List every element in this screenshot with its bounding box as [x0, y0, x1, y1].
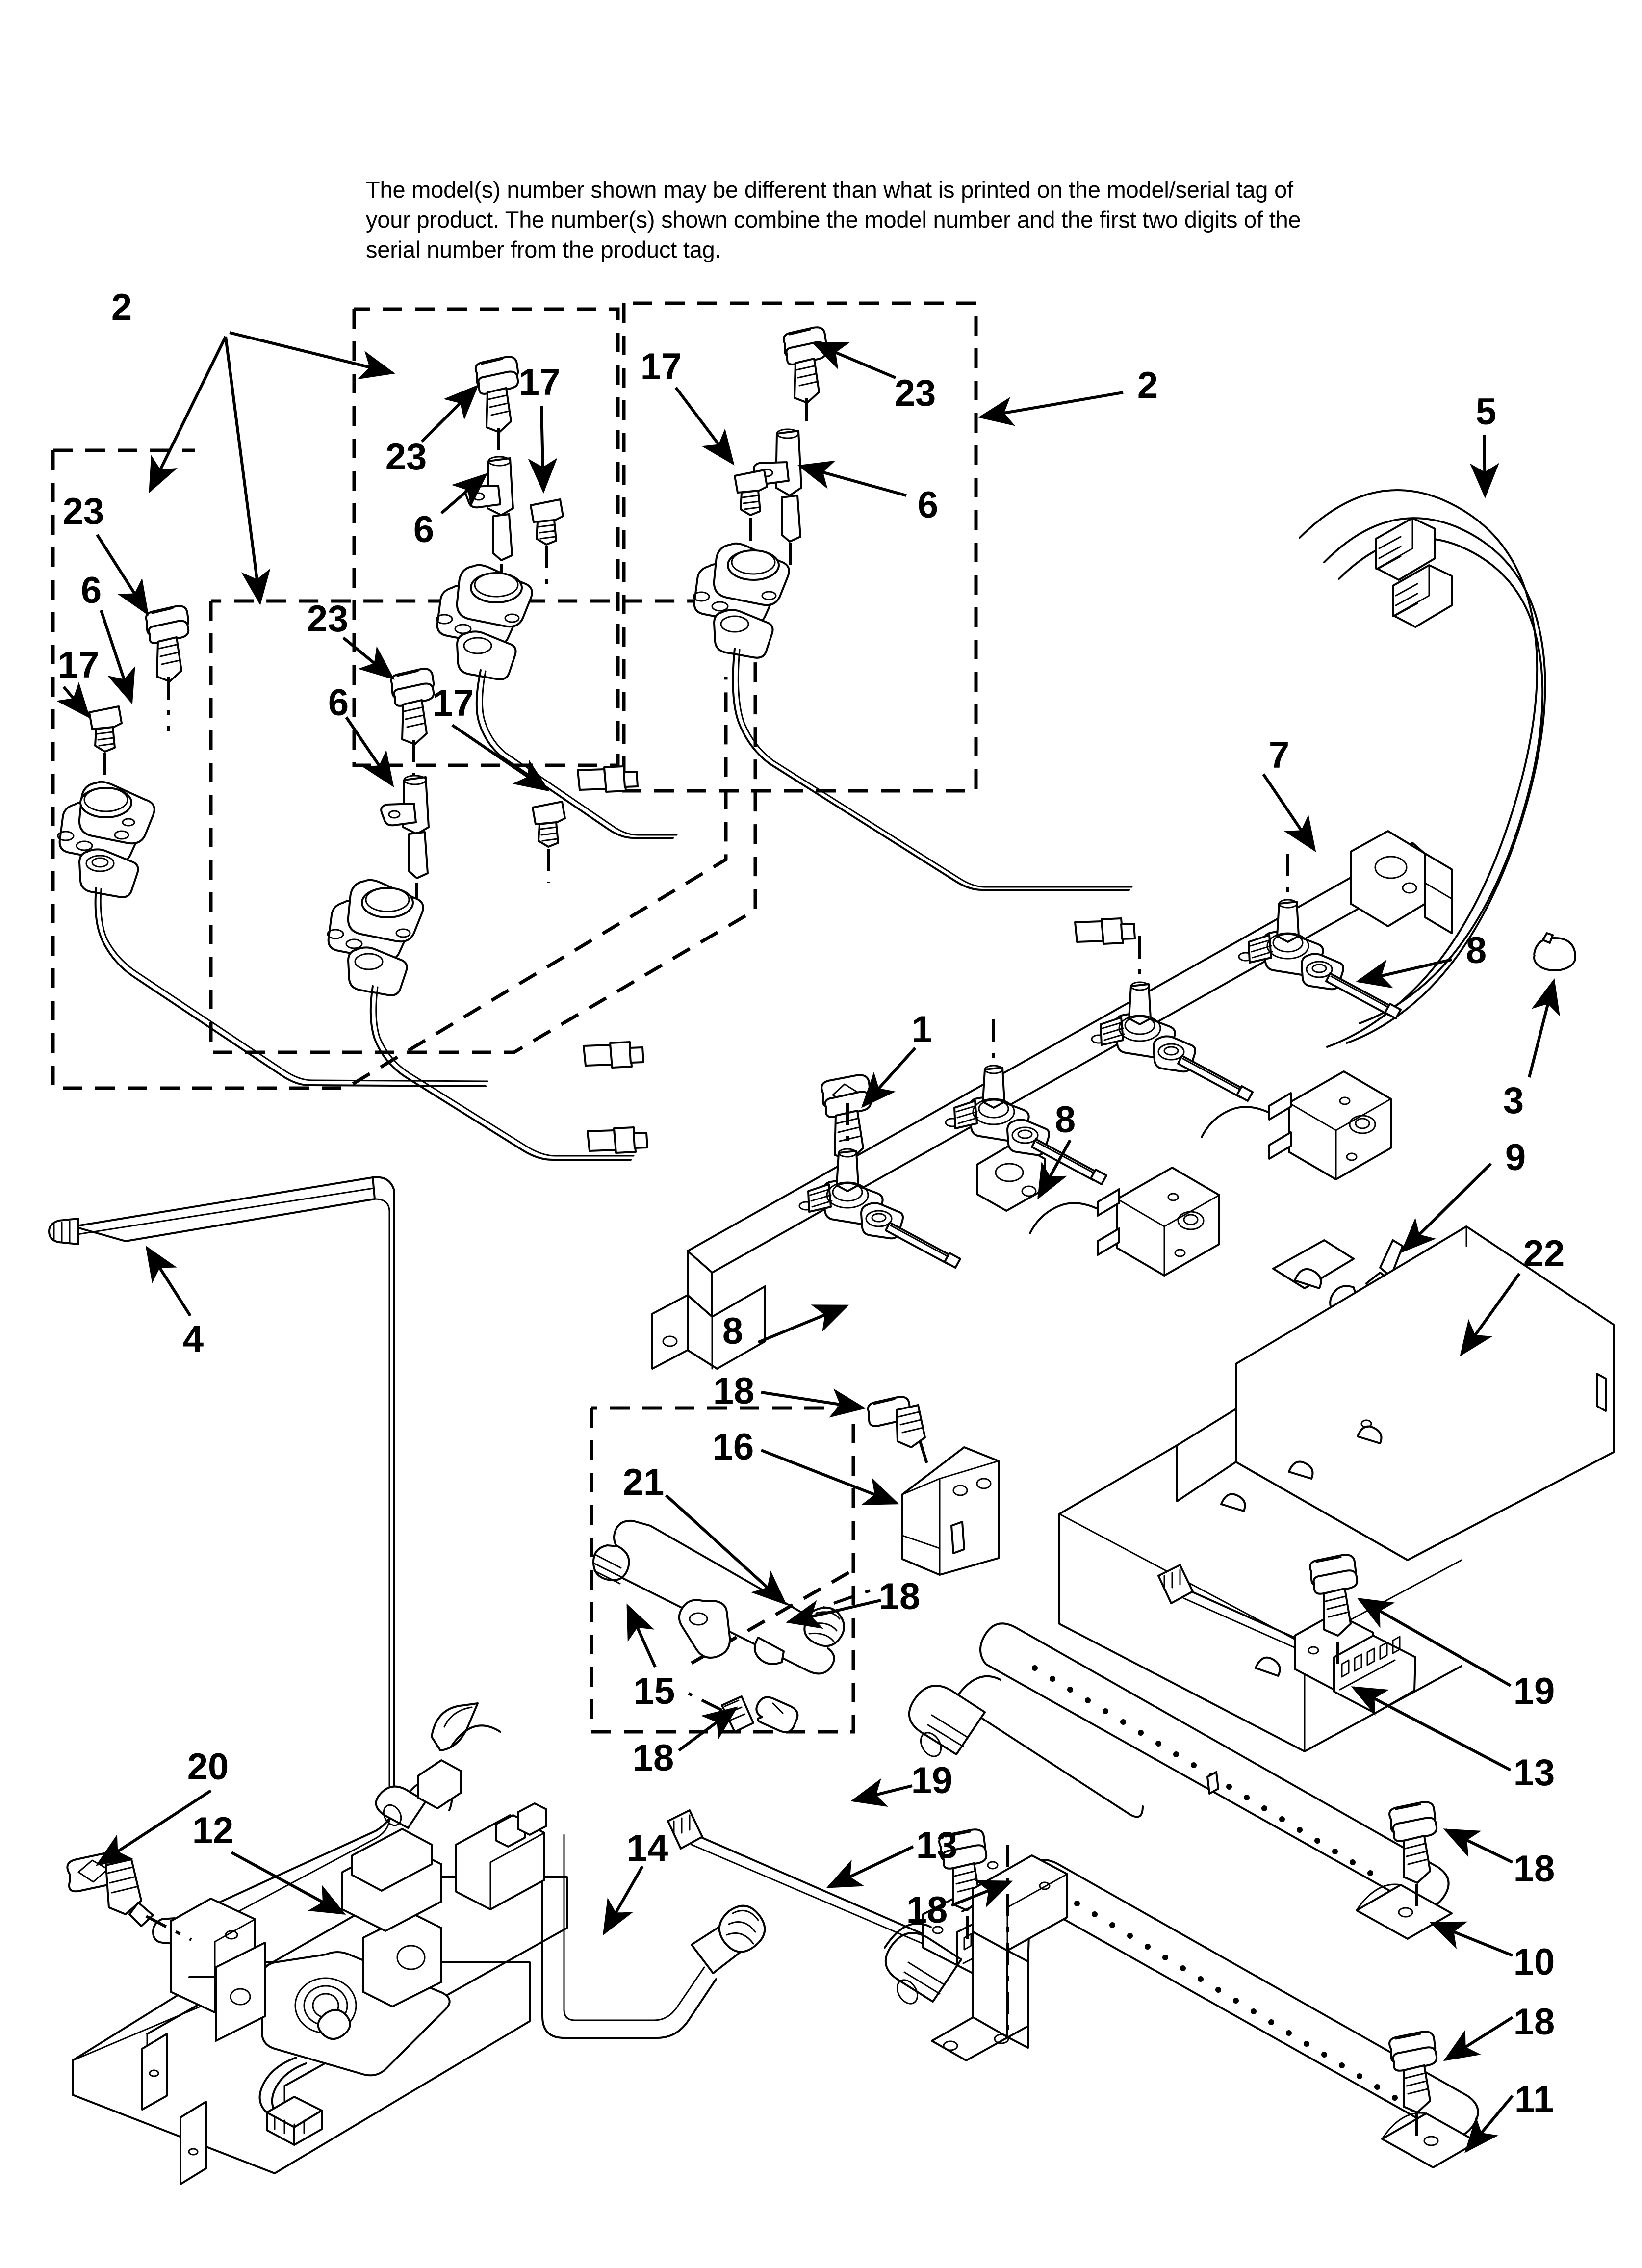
- valve-body-left: [57, 781, 155, 898]
- callout-igniter-lead-tube-4[interactable]: 4: [182, 1318, 204, 1360]
- callout-screw-23[interactable]: 23: [307, 598, 349, 640]
- screw-20: [66, 1851, 154, 1927]
- group-box-right-upper: [622, 301, 978, 793]
- callout-surface-burner-valve-8[interactable]: 8: [1465, 930, 1487, 971]
- burner-valve-8-1: [1248, 899, 1402, 1019]
- electrode-6-mid: [464, 456, 514, 561]
- igniter-switch-bracket-2: [1029, 1167, 1220, 1277]
- callout-spark-electrode-6[interactable]: 6: [917, 484, 939, 526]
- callout-igniter-bracket-13[interactable]: 13: [1513, 1752, 1555, 1794]
- burner-valve-8-4: [807, 1148, 961, 1269]
- valve-assembly-right: [693, 326, 1136, 945]
- group-box-left: [51, 448, 728, 1090]
- callout-wire-harness-5[interactable]: 5: [1475, 391, 1497, 433]
- callout-burner-clip-9[interactable]: 9: [1505, 1137, 1526, 1178]
- callout-burner-elbow-tube-21[interactable]: 21: [622, 1461, 665, 1503]
- callout-screw-18[interactable]: 18: [906, 1889, 948, 1931]
- knob-bezel-cap-3: [1533, 932, 1576, 971]
- callout-screw-18[interactable]: 18: [632, 1737, 674, 1779]
- model-number-note: The model(s) number shown may be differe…: [366, 177, 1301, 263]
- valve-assembly-left: [57, 605, 648, 1154]
- burner-ports-10: [1032, 1665, 1373, 1876]
- screw-23-left: [145, 605, 190, 682]
- screw-18-bracket: [867, 1396, 926, 1448]
- callout-screw-18[interactable]: 18: [1513, 2001, 1555, 2043]
- callout-orifice-spud-17[interactable]: 17: [518, 362, 561, 403]
- orifice-17-left: [88, 705, 123, 753]
- callout-igniter-19[interactable]: 19: [911, 1760, 953, 1801]
- safety-valve-solenoid: [341, 1702, 547, 1932]
- screw-18-tube: [721, 1695, 799, 1733]
- callout-broil-burner-11[interactable]: 11: [1514, 2079, 1554, 2120]
- broil-burner-11: [884, 1854, 1479, 2168]
- callout-screw-23[interactable]: 23: [385, 436, 427, 478]
- callout-surface-burner-valve-8[interactable]: 8: [722, 1310, 744, 1352]
- valve-body-mid2: [327, 879, 424, 996]
- mounting-bracket-16: [901, 1446, 1000, 1576]
- callout-manifold-screw-1[interactable]: 1: [911, 1009, 933, 1050]
- callout-surface-burner-valve-group-2[interactable]: 2: [111, 287, 132, 328]
- orifice-17-mid2: [532, 801, 566, 848]
- igniter-switch-bracket-1: [1201, 1070, 1392, 1180]
- screw-23-mid2: [390, 668, 435, 745]
- callout-screw-18[interactable]: 18: [878, 1576, 921, 1617]
- electrode-6-right: [753, 428, 802, 543]
- callout-screw-20[interactable]: 20: [187, 1746, 229, 1788]
- gas-supply-tube-14: [541, 1834, 766, 2039]
- callout-mounting-bracket-16[interactable]: 16: [712, 1426, 754, 1468]
- callout-burner-tab-10[interactable]: 10: [1513, 1941, 1555, 1983]
- callout-tube-assembly-15[interactable]: 15: [633, 1670, 675, 1712]
- callout-igniter-19[interactable]: 19: [1513, 1670, 1555, 1712]
- callout-screw-18[interactable]: 18: [1513, 1848, 1555, 1890]
- callout-oven-safety-valve-assembly-12[interactable]: 12: [192, 1810, 234, 1851]
- burner-valve-8-3: [953, 1065, 1107, 1185]
- callout-orifice-spud-17[interactable]: 17: [57, 644, 100, 686]
- screw-23-right: [782, 326, 827, 404]
- harness-connector-b: [1392, 564, 1453, 628]
- callout-gas-supply-tube-14[interactable]: 14: [626, 1827, 668, 1869]
- burner-valve-8-2: [1100, 981, 1254, 1102]
- heat-shield-22: [1058, 1225, 1615, 1752]
- callout-spark-electrode-6[interactable]: 6: [413, 509, 435, 550]
- orifice-17-mid: [530, 498, 564, 546]
- harness-connector-a: [1375, 517, 1436, 581]
- electrode-6-mid2: [380, 775, 430, 879]
- valve-assembly-mid-lower: [327, 668, 644, 1161]
- callout-surface-burner-valve-8[interactable]: 8: [1054, 1099, 1076, 1141]
- callout-orifice-spud-17[interactable]: 17: [640, 346, 682, 388]
- callout-manifold-pipe-7[interactable]: 7: [1268, 734, 1290, 776]
- tube-coupling-mid: [577, 765, 639, 793]
- group-box-lower-center: [590, 1406, 855, 1734]
- callout-surface-burner-valve-group-2[interactable]: 2: [1137, 365, 1158, 406]
- leader-lines: [56, 331, 1560, 2153]
- bake-burner-10: [908, 1622, 1453, 1940]
- oven-safety-valve-assembly-12: [72, 1702, 568, 2185]
- tube-coupling-mid2: [583, 1041, 644, 1069]
- callout-knob-bezel-cap-3[interactable]: 3: [1503, 1080, 1524, 1121]
- valve-body-right: [693, 542, 790, 659]
- screw-18-tab11: [1388, 2031, 1438, 2113]
- wire-harness-5: [1299, 489, 1546, 1048]
- safety-valve-body: [215, 1912, 451, 2077]
- screw-19-right: [1309, 1554, 1359, 1637]
- tube-coupling-left: [587, 1126, 648, 1154]
- callout-screw-18[interactable]: 18: [713, 1370, 755, 1412]
- valve-body-mid: [436, 564, 533, 680]
- tube-coupling-right: [1074, 917, 1136, 945]
- callout-spark-electrode-6[interactable]: 6: [328, 682, 349, 724]
- burner-ports-11: [1074, 1901, 1415, 2112]
- callout-orifice-spud-17[interactable]: 17: [432, 682, 474, 724]
- orifice-17-right: [734, 469, 768, 516]
- callout-screw-23[interactable]: 23: [62, 491, 104, 532]
- screw-23-mid: [474, 356, 519, 433]
- group-box-mid-upper: [352, 307, 620, 767]
- screw-18-tab10: [1388, 1801, 1438, 1884]
- callout-igniter-bracket-13[interactable]: 13: [916, 1825, 958, 1866]
- callout-spark-electrode-6[interactable]: 6: [80, 570, 102, 611]
- callout-heat-shield-22[interactable]: 22: [1523, 1233, 1565, 1275]
- group-box-mid-lower: [209, 599, 757, 1054]
- callout-screw-23[interactable]: 23: [894, 372, 936, 414]
